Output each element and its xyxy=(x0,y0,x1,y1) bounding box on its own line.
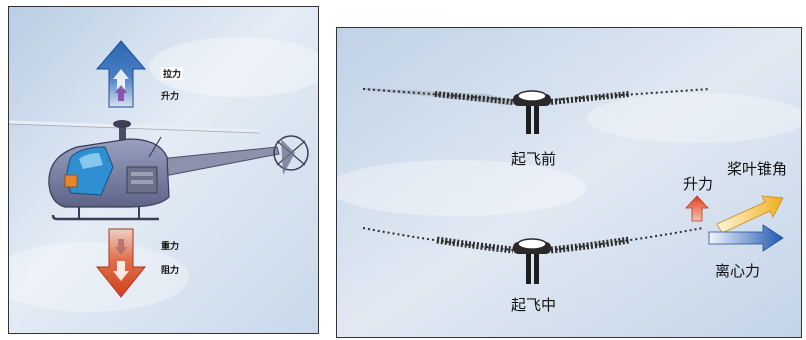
cloud xyxy=(337,160,587,216)
down-force-arrow xyxy=(95,228,147,298)
tension-label: 拉力 xyxy=(161,67,184,80)
helicopter xyxy=(9,120,309,221)
up-force-arrow xyxy=(95,40,147,108)
rotor-coning-diagram xyxy=(337,28,801,337)
cloud xyxy=(587,93,801,143)
centrifugal-force-label: 离心力 xyxy=(715,262,761,280)
weight-label: 重力 xyxy=(161,242,180,252)
main-rotor-blade xyxy=(9,120,260,133)
rotor-coning-panel: 起飞前 起飞中 升力 桨叶锥角 离心力 xyxy=(336,27,802,338)
blade-right xyxy=(550,88,710,101)
tail-rotor xyxy=(273,135,309,171)
coning-angle-label: 桨叶锥角 xyxy=(727,160,788,178)
helicopter-forces-panel: 拉力 升力 重力 阻力 xyxy=(8,6,319,334)
blade-right xyxy=(550,227,704,251)
lift-vector-arrow xyxy=(685,195,709,222)
rotor-mast xyxy=(526,106,531,134)
sky-background xyxy=(337,28,801,337)
before-takeoff-label: 起飞前 xyxy=(511,150,557,168)
lift-label: 升力 xyxy=(161,92,180,102)
cloud xyxy=(149,37,318,97)
rotor-in-takeoff xyxy=(362,227,704,284)
lift-vector-label: 升力 xyxy=(683,175,714,193)
cloud xyxy=(9,242,189,312)
rotor-before-takeoff xyxy=(362,88,710,134)
coning-angle-vector-arrow xyxy=(716,195,784,234)
rotor-mast xyxy=(526,254,531,284)
in-takeoff-label: 起飞中 xyxy=(511,296,557,314)
drag-label: 阻力 xyxy=(161,266,180,276)
centrifugal-force-vector-arrow xyxy=(708,224,784,252)
helicopter-forces-illustration xyxy=(9,7,318,333)
cockpit-window xyxy=(66,146,114,196)
